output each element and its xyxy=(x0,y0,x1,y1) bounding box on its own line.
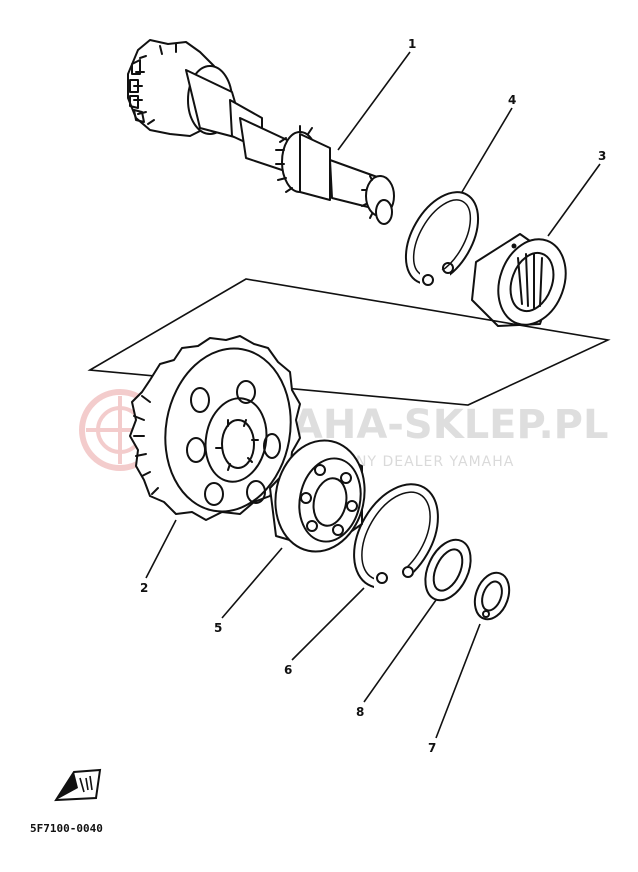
callout-2: 2 xyxy=(140,581,148,595)
callout-labels: 1 2 3 4 5 6 7 8 xyxy=(140,37,606,755)
assembly-outline xyxy=(87,278,611,406)
part-1-shaft xyxy=(127,39,395,225)
callout-7: 7 xyxy=(428,741,436,755)
callout-1: 1 xyxy=(408,37,416,51)
part-8-washer xyxy=(424,538,472,602)
diagram-part-code: 5F7100-0040 xyxy=(30,822,103,835)
callout-8: 8 xyxy=(356,705,364,719)
front-arrow-icon xyxy=(54,768,102,802)
callout-4: 4 xyxy=(508,93,516,107)
part-2-large-gear xyxy=(129,335,301,521)
callout-3: 3 xyxy=(598,149,606,163)
part-7-circlip-small xyxy=(473,571,511,621)
leader-lines xyxy=(145,51,601,739)
shaft-middle-gear xyxy=(275,125,331,201)
part-4-circlip xyxy=(404,191,480,290)
part-6-circlip xyxy=(353,483,439,590)
callout-6: 6 xyxy=(284,663,292,677)
part-3-needle-bearing xyxy=(471,233,567,327)
callout-5: 5 xyxy=(214,621,222,635)
part-5-ball-bearing xyxy=(269,439,366,553)
